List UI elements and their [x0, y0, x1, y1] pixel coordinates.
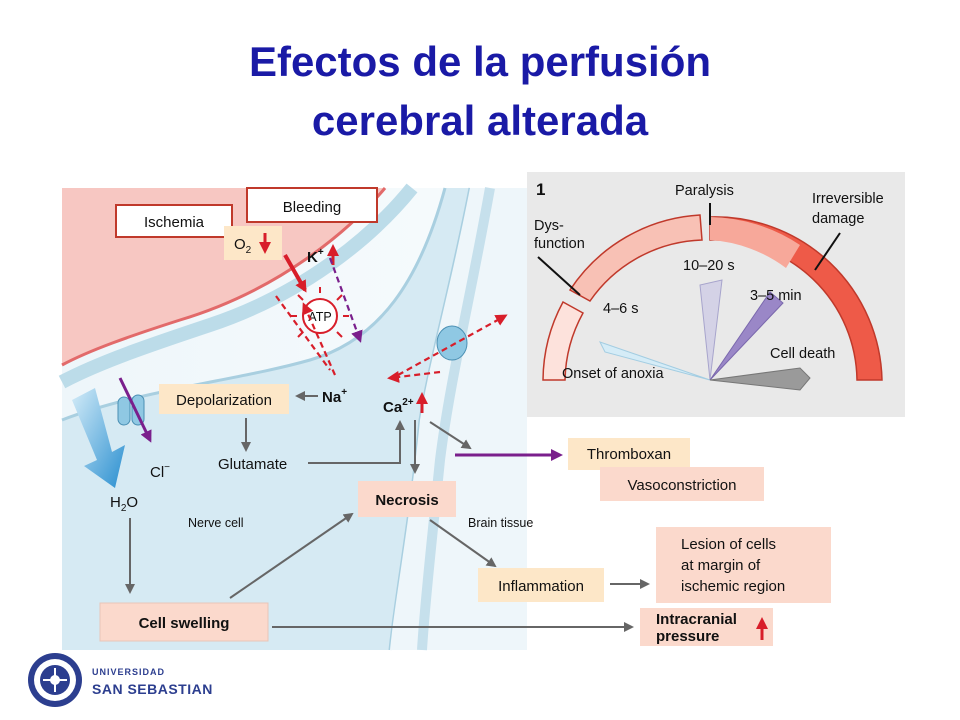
k-label: K [307, 249, 318, 266]
ischemia-box: Ischemia [115, 204, 233, 238]
brain-tissue-label: Brain tissue [468, 516, 533, 530]
atp-label: ATP [308, 310, 331, 324]
glutamate-to-ca-arrow [308, 420, 405, 464]
dysfunction-line-2: function [534, 236, 585, 252]
o2-label: O [234, 236, 246, 253]
main-panel [58, 183, 527, 651]
depolarization-label: Depolarization [176, 392, 272, 409]
title-line-1: Efectos de la perfusión [248, 38, 712, 85]
svg-text:H2O: H2O [110, 494, 138, 514]
cell-swelling-label: Cell swelling [139, 615, 230, 632]
lesion-line-3: ischemic region [681, 578, 785, 595]
bleeding-box: Bleeding [246, 187, 378, 223]
lesion-box: Lesion of cells at margin of ischemic re… [656, 527, 831, 603]
lesion-line-1: Lesion of cells [681, 536, 776, 553]
ca-dashed-arrow [397, 314, 508, 376]
time-4-6s: 4–6 s [603, 301, 638, 317]
necrosis-to-inflammation-arrow [429, 519, 497, 568]
svg-text:Ca2+: Ca2+ [383, 397, 414, 416]
chloride-channel [117, 394, 145, 426]
svg-text:Cl−: Cl− [150, 462, 170, 481]
ischemia-label: Ischemia [144, 214, 205, 231]
inset-number: 1 [536, 180, 545, 199]
time-3-5min: 3–5 min [750, 288, 802, 304]
glutamate-label: Glutamate [218, 456, 287, 473]
anoxia-timeline-inset: 1 Dys- function Paralysis Irreversible d… [527, 172, 905, 417]
depolarization-box: Depolarization [159, 384, 289, 414]
icp-line-1: Intracranial [656, 611, 737, 628]
swelling-to-necrosis-arrow [229, 512, 354, 599]
paralysis-label: Paralysis [675, 183, 734, 199]
necrosis-label: Necrosis [375, 492, 438, 509]
cl-influx-arrow [118, 377, 152, 443]
calcium-channel [436, 325, 468, 361]
bleeding-label: Bleeding [283, 199, 341, 216]
h2o-label: H [110, 494, 121, 511]
svg-text:O2: O2 [234, 236, 252, 256]
dysfunction-line-1: Dys- [534, 218, 564, 234]
logo-line-1: UNIVERSIDAD [92, 667, 165, 677]
onset-anoxia-label: Onset of anoxia [562, 366, 664, 382]
cell-swelling-box: Cell swelling [99, 602, 269, 642]
title-line-2: cerebral alterada [311, 97, 649, 144]
irreversible-line-2: damage [812, 211, 864, 227]
vasoconstriction-label: Vasoconstriction [628, 477, 737, 494]
inflammation-box: Inflammation [478, 568, 604, 602]
svg-text:Na+: Na+ [322, 387, 347, 406]
cl-label: Cl [150, 464, 164, 481]
irreversible-line-1: Irreversible [812, 191, 884, 207]
svg-text:K+: K+ [307, 247, 324, 266]
nerve-cell-label: Nerve cell [188, 516, 244, 530]
water-influx-arrow [72, 388, 125, 488]
icp-box: Intracranial pressure [640, 608, 773, 646]
ca-to-thrombo-arrow [429, 421, 472, 450]
inflammation-label: Inflammation [498, 578, 584, 595]
university-logo: UNIVERSIDAD SAN SEBASTIAN [28, 653, 213, 707]
cell-death-label: Cell death [770, 346, 835, 362]
thromboxan-label: Thromboxan [587, 446, 671, 463]
na-label: Na [322, 389, 342, 406]
logo-line-2: SAN SEBASTIAN [92, 681, 213, 697]
time-10-20s: 10–20 s [683, 258, 735, 274]
necrosis-box: Necrosis [358, 481, 456, 517]
thromboxan-box: Thromboxan [568, 438, 690, 470]
vasoconstriction-box: Vasoconstriction [600, 467, 764, 501]
atp-pump: ATP [275, 254, 363, 376]
o2-box: O2 [224, 226, 282, 260]
lesion-line-2: at margin of [681, 557, 761, 574]
ca-influx-arrow [387, 370, 441, 383]
ca-label: Ca [383, 399, 403, 416]
icp-line-2: pressure [656, 628, 719, 645]
